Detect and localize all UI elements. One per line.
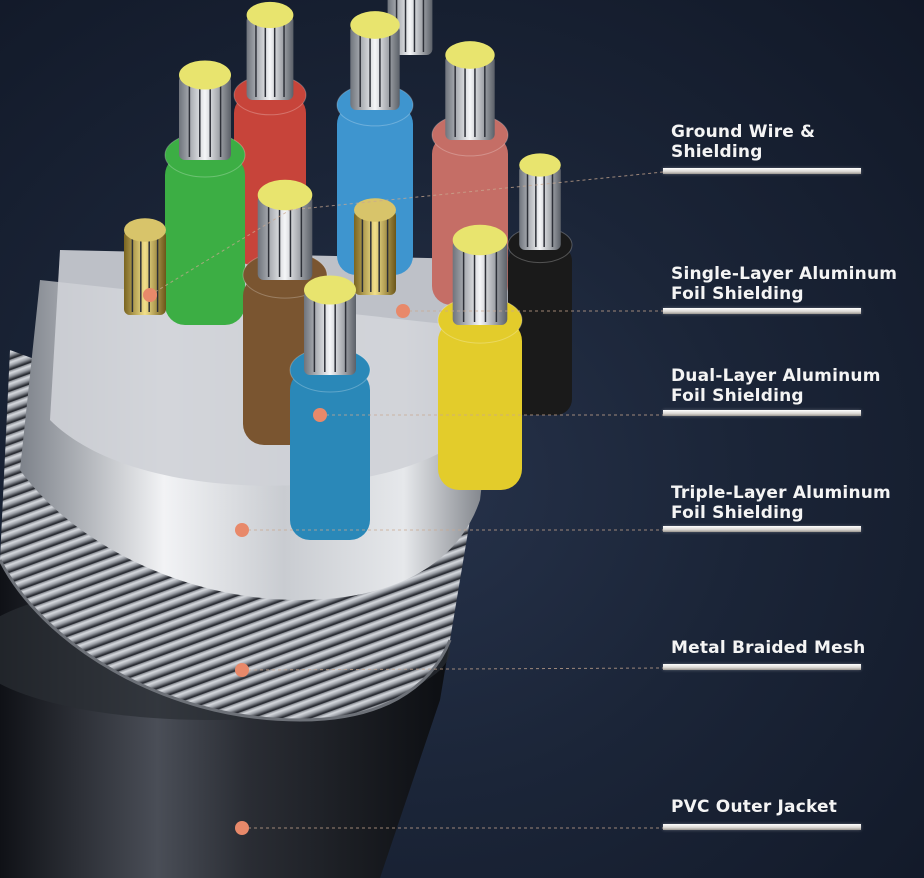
leader-lines [149, 171, 664, 829]
gold-drain-wire [354, 198, 396, 295]
label-line-1: Metal Braided Mesh [671, 638, 866, 658]
label-dual-layer-foil: Dual-Layer Aluminum Foil Shielding [671, 366, 881, 406]
marker-dot-ground [143, 288, 157, 302]
insulated-conductor [507, 153, 573, 415]
gold-drain-wire [124, 218, 166, 315]
marker-dot-triple [235, 523, 249, 537]
label-underline-braid [663, 664, 861, 670]
label-line-1: Single-Layer Aluminum [671, 264, 898, 284]
label-line-2: Foil Shielding [671, 503, 804, 523]
marker-dot-jacket [235, 821, 249, 835]
marker-dot-single [396, 304, 410, 318]
label-line-1: PVC Outer Jacket [671, 797, 838, 817]
label-pvc-outer-jacket: PVC Outer Jacket [671, 797, 837, 817]
label-underline-ground [663, 168, 861, 174]
label-line-1: Triple-Layer Aluminum [671, 483, 891, 503]
label-line-2: Foil Shielding [671, 386, 804, 406]
label-line-2: Shielding [671, 142, 763, 162]
label-metal-braided-mesh: Metal Braided Mesh [671, 638, 866, 658]
label-underline-jacket [663, 824, 861, 830]
conductor-bundle [124, 0, 573, 540]
insulated-conductor [164, 60, 246, 325]
label-ground-wire-shielding: Ground Wire & Shielding [671, 122, 815, 162]
label-single-layer-foil: Single-Layer Aluminum Foil Shielding [671, 264, 897, 304]
label-triple-layer-foil: Triple-Layer Aluminum Foil Shielding [671, 483, 891, 523]
insulated-conductor [437, 224, 523, 490]
marker-dot-braid [235, 663, 249, 677]
insulated-conductor [289, 275, 371, 540]
label-line-1: Dual-Layer Aluminum [671, 366, 881, 386]
label-line-2: Foil Shielding [671, 284, 804, 304]
label-underline-dual [663, 410, 861, 416]
label-line-1: Ground Wire & [671, 122, 816, 142]
marker-dot-dual [313, 408, 327, 422]
label-underline-triple [663, 526, 861, 532]
marker-dots [143, 288, 410, 835]
label-underline-single [663, 308, 861, 314]
